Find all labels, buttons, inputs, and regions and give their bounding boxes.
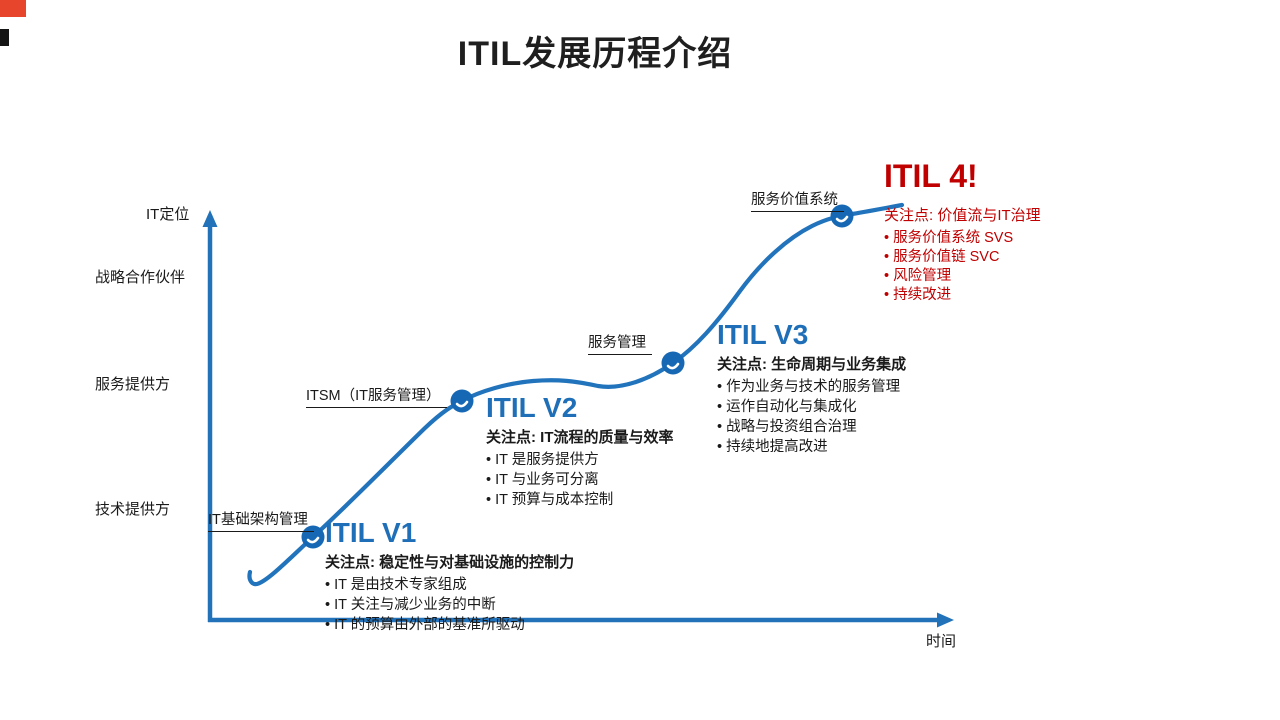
milestone-block-v2: ITIL V2 关注点: IT流程的质量与效率 IT 是服务提供方 IT 与业务…: [486, 394, 674, 510]
milestone-dot-v2: [450, 389, 474, 413]
y-axis: [202, 210, 218, 622]
milestone-dot-v3: [661, 351, 685, 375]
bullet-item: 运作自动化与集成化: [717, 397, 906, 417]
curve-label-v1: IT基础架构管理: [208, 508, 314, 532]
slide-title: ITIL发展历程介绍: [457, 35, 733, 73]
bullet-item: IT 关注与减少业务的中断: [325, 595, 574, 615]
milestone-bullets-v1: IT 是由技术专家组成 IT 关注与减少业务的中断 IT 的预算由外部的基准所驱…: [325, 575, 574, 635]
milestone-dot-v4: [830, 204, 854, 228]
y-tick-strategic-partner: 战略合作伙伴: [95, 269, 186, 286]
curve-label-v4: 服务价值系统: [751, 188, 844, 212]
milestone-block-v1: ITIL V1 关注点: 稳定性与对基础设施的控制力 IT 是由技术专家组成 I…: [325, 519, 574, 635]
bullet-item: IT 与业务可分离: [486, 470, 674, 490]
x-axis-title: 时间: [926, 633, 957, 650]
corner-mark-black: [0, 29, 9, 46]
milestone-bullets-v2: IT 是服务提供方 IT 与业务可分离 IT 预算与成本控制: [486, 450, 674, 510]
bullet-item: 作为业务与技术的服务管理: [717, 377, 906, 397]
milestone-block-v3: ITIL V3 关注点: 生命周期与业务集成 作为业务与技术的服务管理 运作自动…: [717, 321, 906, 457]
bullet-item: IT 的预算由外部的基准所驱动: [325, 615, 574, 635]
curve-label-v3: 服务管理: [588, 331, 652, 355]
y-tick-tech-provider: 技术提供方: [95, 501, 171, 518]
milestone-block-v4: ITIL 4! 关注点: 价值流与IT治理 服务价值系统 SVS 服务价值链 S…: [884, 160, 1041, 305]
milestone-focus-v3: 关注点: 生命周期与业务集成: [717, 356, 907, 373]
x-axis: [208, 612, 954, 628]
milestone-focus-v2: 关注点: IT流程的质量与效率: [486, 429, 674, 446]
bullet-item: 服务价值链 SVC: [884, 248, 1041, 267]
bullet-item: IT 是服务提供方: [486, 450, 674, 470]
milestone-focus-v4: 关注点: 价值流与IT治理: [884, 207, 1041, 224]
bullet-item: IT 预算与成本控制: [486, 490, 674, 510]
bullet-item: 战略与投资组合治理: [717, 417, 906, 437]
bullet-item: IT 是由技术专家组成: [325, 575, 574, 595]
milestone-title-v2: ITIL V2: [486, 392, 578, 423]
corner-mark-red: [0, 0, 26, 17]
curve-label-v2: ITSM（IT服务管理）: [306, 384, 447, 408]
y-axis-title: IT定位: [146, 206, 190, 223]
milestone-focus-v1: 关注点: 稳定性与对基础设施的控制力: [325, 554, 575, 571]
milestone-title-v4: ITIL 4!: [884, 158, 978, 194]
bullet-item: 服务价值系统 SVS: [884, 229, 1041, 248]
milestone-title-v3: ITIL V3: [717, 319, 809, 350]
bullet-item: 持续地提高改进: [717, 437, 906, 457]
milestone-title-v1: ITIL V1: [325, 517, 417, 548]
bullet-item: 持续改进: [884, 286, 1041, 305]
y-tick-service-provider: 服务提供方: [95, 376, 171, 393]
bullet-item: 风险管理: [884, 267, 1041, 286]
milestone-bullets-v4: 服务价值系统 SVS 服务价值链 SVC 风险管理 持续改进: [884, 229, 1041, 305]
milestone-bullets-v3: 作为业务与技术的服务管理 运作自动化与集成化 战略与投资组合治理 持续地提高改进: [717, 377, 906, 457]
